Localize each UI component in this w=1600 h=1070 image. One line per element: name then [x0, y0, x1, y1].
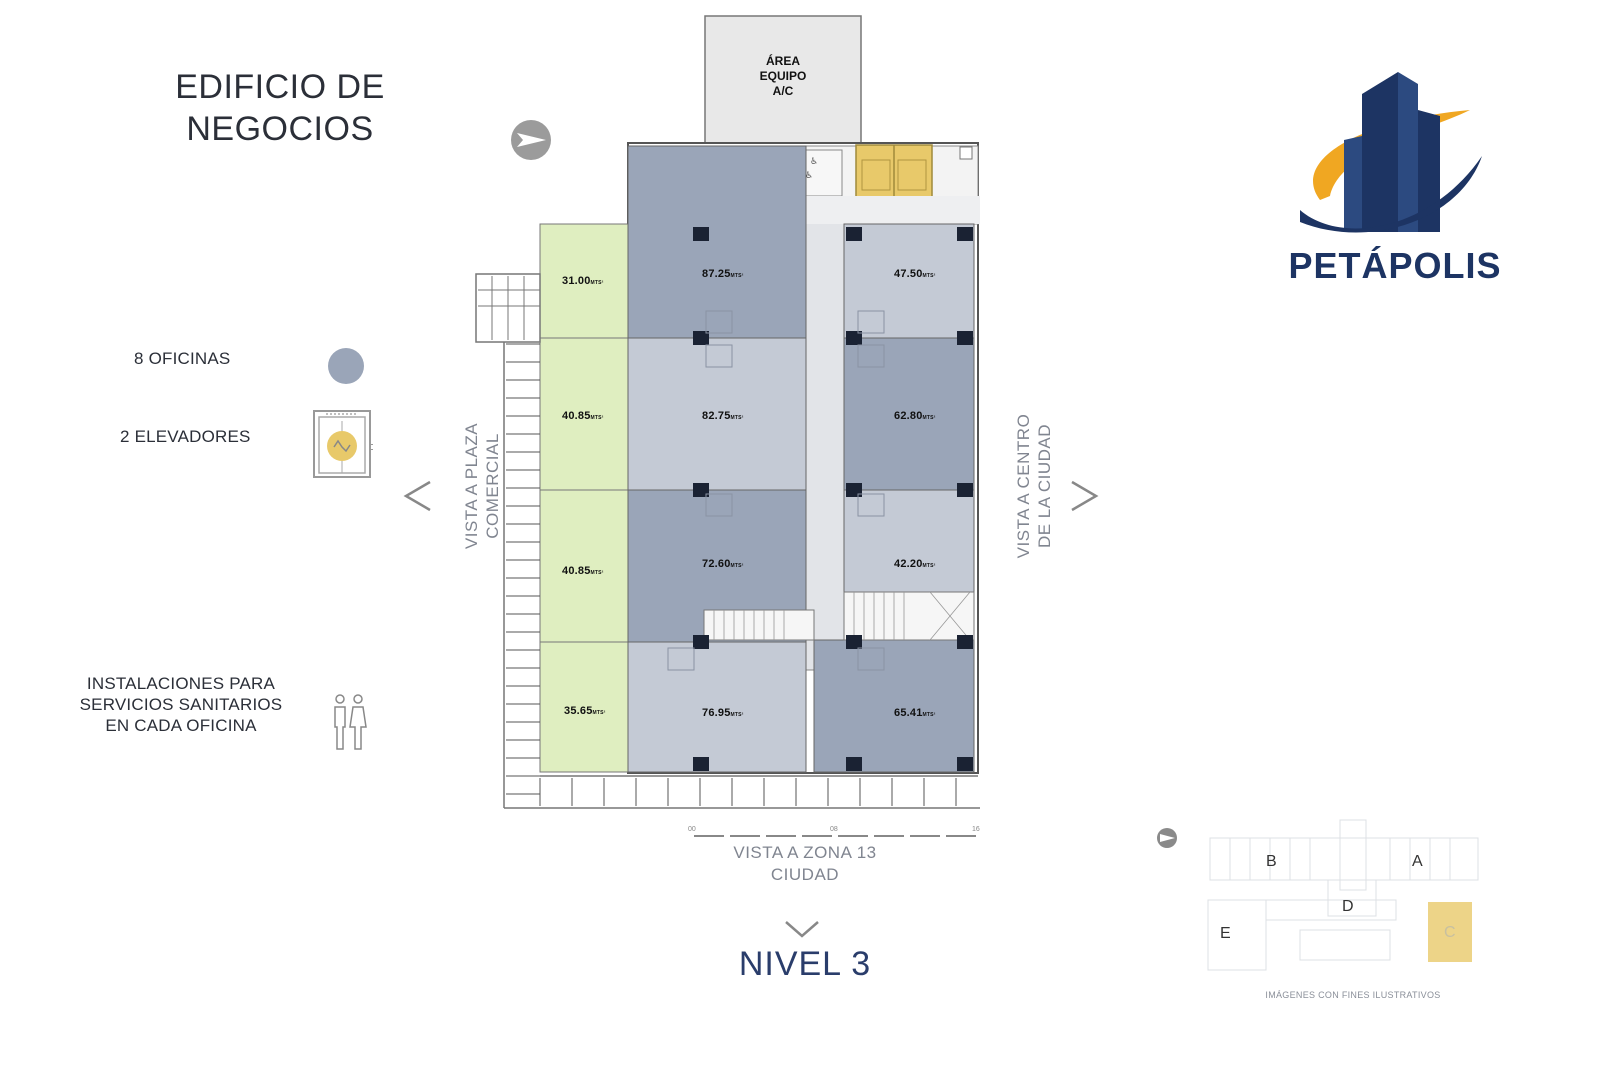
scale-label-mid: 08: [830, 826, 838, 833]
ac-area-label: ÁREA EQUIPO A/C: [706, 54, 860, 99]
unit-area-value: 76.95: [702, 707, 731, 719]
unit-area-suffix: MTS²: [730, 712, 744, 718]
view-bottom-line-1: VISTA A ZONA 13: [733, 843, 877, 862]
svg-text:♿: ♿: [810, 157, 818, 167]
unit-area-label: 62.80MTS²: [894, 410, 936, 422]
unit-area-value: 72.60: [702, 558, 731, 570]
arrow-right-icon: [1071, 480, 1099, 512]
legend-sanitary-line-3: EN CADA OFICINA: [105, 716, 257, 735]
unit-area-label: 31.00MTS²: [562, 275, 604, 287]
unit-area-label: 82.75MTS²: [702, 410, 744, 422]
unit-area-label: 72.60MTS²: [702, 558, 744, 570]
arrow-left-icon: [403, 480, 431, 512]
key-plan-letter-c: C: [1444, 924, 1456, 941]
unit-area-suffix: MTS²: [922, 415, 936, 421]
key-plan-letter-a: A: [1412, 853, 1423, 870]
view-right-label: VISTA A CENTRO DE LA CIUDAD: [1013, 366, 1055, 606]
unit-area-label: 47.50MTS²: [894, 268, 936, 280]
unit-area-value: 35.65: [564, 705, 593, 717]
unit-area-value: 47.50: [894, 268, 923, 280]
view-right-line-1: VISTA A CENTRO: [1014, 413, 1033, 559]
unit-area-suffix: MTS²: [590, 280, 604, 286]
petapolis-logo-icon: [1300, 72, 1482, 233]
ac-area-line-1: ÁREA: [765, 54, 800, 68]
view-right-line-2: DE LA CIUDAD: [1035, 423, 1054, 549]
unit-area-value: 40.85: [562, 410, 591, 422]
unit-area-suffix: MTS²: [590, 570, 604, 576]
legend-sanitary-line-2: SERVICIOS SANITARIOS: [79, 695, 283, 714]
unit-area-label: 40.85MTS²: [562, 410, 604, 422]
ac-area-line-3: A/C: [772, 84, 794, 98]
view-bottom-label: VISTA A ZONA 13 CIUDAD: [690, 842, 920, 886]
unit-area-label: 42.20MTS²: [894, 558, 936, 570]
unit-area-suffix: MTS²: [922, 273, 936, 279]
key-plan-building-c: [1428, 902, 1472, 962]
unit-area-label: 35.65MTS²: [564, 705, 606, 717]
unit-area-suffix: MTS²: [730, 273, 744, 279]
view-bottom-line-2: CIUDAD: [770, 865, 840, 884]
disclaimer-text: IMÁGENES CON FINES ILUSTRATIVOS: [1265, 990, 1441, 1000]
unit-area-value: 82.75: [702, 410, 731, 422]
page-title-line-2: NEGOCIOS: [186, 110, 374, 148]
view-left-line-2: COMERCIAL: [483, 433, 502, 539]
unit-area-label: 40.85MTS²: [562, 565, 604, 577]
unit-area-value: 40.85: [562, 565, 591, 577]
legend-sanitary-label: INSTALACIONES PARA SERVICIOS SANITARIOS …: [78, 673, 284, 736]
unit-area-value: 62.80: [894, 410, 923, 422]
legend-offices-label: 8 OFICINAS: [134, 349, 231, 368]
elevator-icon: [313, 410, 373, 478]
north-arrow-icon: [511, 120, 551, 160]
unit-area-label: 87.25MTS²: [702, 268, 744, 280]
svg-text:♿: ♿: [805, 171, 813, 181]
unit-area-suffix: MTS²: [730, 415, 744, 421]
page-title-line-1: EDIFICIO DE: [175, 68, 385, 106]
key-plan: [1207, 819, 1479, 971]
scale-label-end: 16: [972, 826, 980, 833]
unit-area-suffix: MTS²: [730, 563, 744, 569]
unit-area-label: 65.41MTS²: [894, 707, 936, 719]
level-label: NIVEL 3: [738, 945, 872, 983]
scale-label-start: 00: [688, 826, 696, 833]
unit-area-suffix: MTS²: [590, 415, 604, 421]
unit-area-suffix: MTS²: [592, 710, 606, 716]
key-plan-north-icon: [1157, 828, 1177, 848]
unit-area-value: 42.20: [894, 558, 923, 570]
ac-area-line-2: EQUIPO: [759, 69, 807, 83]
legend-elevators-label: 2 ELEVADORES: [120, 427, 251, 446]
unit-area-value: 31.00: [562, 275, 591, 287]
page-title: EDIFICIO DE NEGOCIOS: [150, 66, 410, 150]
unit-area-suffix: MTS²: [922, 563, 936, 569]
office-color-swatch: [328, 348, 364, 384]
legend-sanitary-line-1: INSTALACIONES PARA: [86, 674, 276, 693]
unit-area-value: 65.41: [894, 707, 923, 719]
view-left-line-1: VISTA A PLAZA: [462, 422, 481, 550]
unit-area-label: 76.95MTS²: [702, 707, 744, 719]
unit-area-value: 87.25: [702, 268, 731, 280]
restroom-icon: [334, 694, 367, 750]
arrow-down-icon: [785, 921, 819, 938]
unit-area-suffix: MTS²: [922, 712, 936, 718]
key-plan-letter-e: E: [1220, 925, 1231, 942]
key-plan-letter-b: B: [1266, 853, 1277, 870]
brand-name: PETÁPOLIS: [1288, 245, 1502, 286]
view-left-label: VISTA A PLAZA COMERCIAL: [461, 366, 503, 606]
key-plan-letter-d: D: [1342, 898, 1354, 915]
